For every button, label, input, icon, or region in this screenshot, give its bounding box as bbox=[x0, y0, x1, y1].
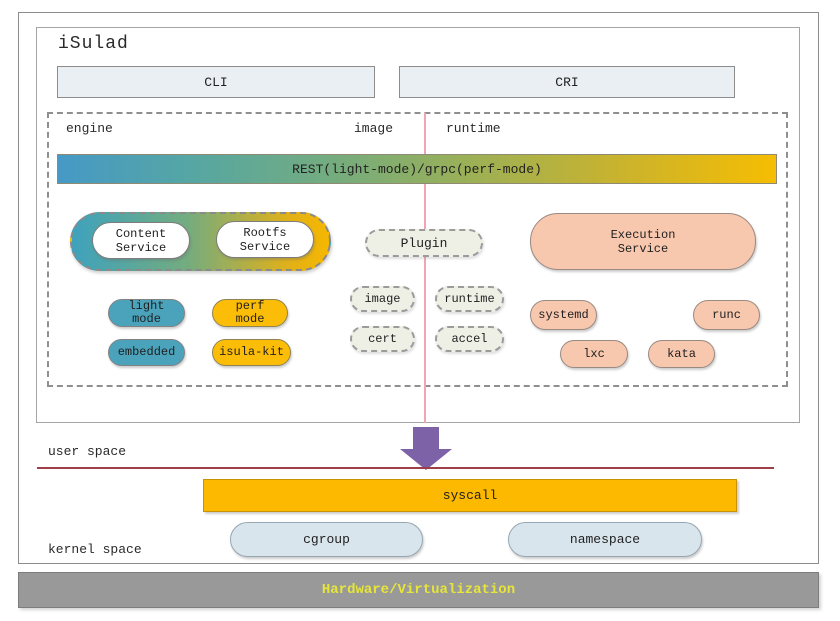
rest-grpc-bar: REST(light-mode)/grpc(perf-mode) bbox=[57, 154, 777, 184]
cli-box: CLI bbox=[57, 66, 375, 98]
plugin-image-pill: image bbox=[350, 286, 415, 312]
cri-box: CRI bbox=[399, 66, 735, 98]
content-service-label: Content Service bbox=[115, 226, 167, 255]
user-kernel-frame bbox=[18, 12, 819, 564]
isula-kit-label: isula-kit bbox=[219, 345, 284, 359]
image-runtime-divider bbox=[424, 113, 426, 423]
engine-panel bbox=[47, 112, 788, 387]
light-mode-pill: light mode bbox=[108, 299, 185, 327]
embedded-pill: embedded bbox=[108, 339, 185, 366]
cgroup-pill: cgroup bbox=[230, 522, 423, 557]
execution-service-box: Execution Service bbox=[530, 213, 756, 270]
down-arrow-icon bbox=[400, 427, 452, 470]
diagram-title: iSulad bbox=[58, 34, 129, 54]
kernel-space-label: kernel space bbox=[48, 542, 142, 557]
runc-pill: runc bbox=[693, 300, 760, 330]
plugin-accel-pill: accel bbox=[435, 326, 504, 352]
execution-service-label: Execution Service bbox=[610, 227, 676, 256]
rootfs-service-label: Rootfs Service bbox=[239, 225, 291, 254]
isula-kit-pill: isula-kit bbox=[212, 339, 291, 366]
perf-mode-pill: perf mode bbox=[212, 299, 288, 327]
user-space-label: user space bbox=[48, 444, 127, 459]
embedded-label: embedded bbox=[117, 345, 176, 359]
user-kernel-divider bbox=[37, 467, 774, 469]
perf-mode-label: perf mode bbox=[235, 299, 265, 326]
hardware-virtualization-bar: Hardware/Virtualization bbox=[18, 572, 819, 608]
lxc-pill: lxc bbox=[560, 340, 628, 368]
rootfs-service-pill: Rootfs Service bbox=[216, 221, 314, 258]
section-label-engine: engine bbox=[66, 121, 113, 136]
plugin-runtime-pill: runtime bbox=[435, 286, 504, 312]
namespace-pill: namespace bbox=[508, 522, 702, 557]
light-mode-label: light mode bbox=[128, 299, 165, 326]
plugin-pill: Plugin bbox=[365, 229, 483, 257]
section-label-runtime: runtime bbox=[446, 121, 501, 136]
syscall-bar: syscall bbox=[203, 479, 737, 512]
plugin-cert-pill: cert bbox=[350, 326, 415, 352]
systemd-pill: systemd bbox=[530, 300, 597, 330]
content-service-pill: Content Service bbox=[92, 222, 190, 259]
kata-pill: kata bbox=[648, 340, 715, 368]
section-label-image: image bbox=[354, 121, 394, 136]
